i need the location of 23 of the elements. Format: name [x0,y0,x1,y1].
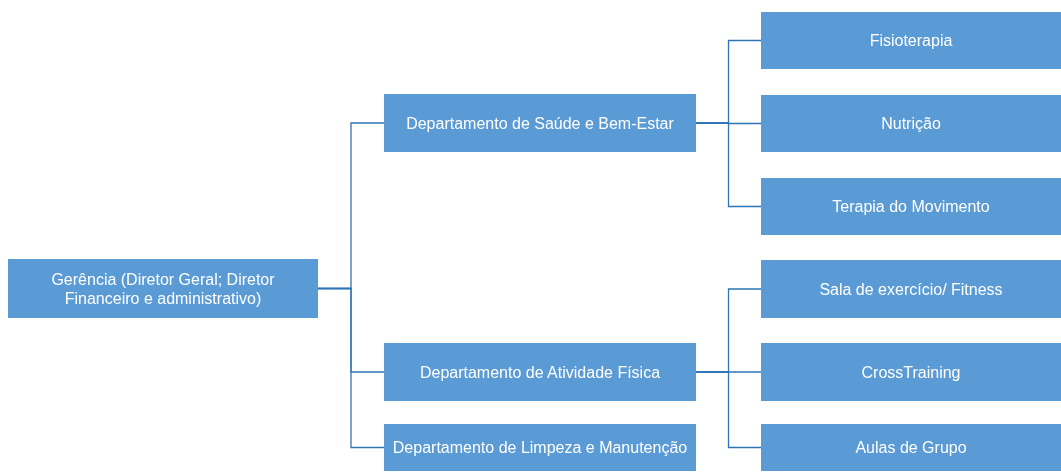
org-box [761,260,1061,318]
box-label: Gerência (Diretor Geral; Diretor Financeiro e administrativo) [50,269,276,308]
box-label: Aulas de Grupo [855,438,967,457]
org-box [761,12,1061,69]
org-box [761,343,1061,401]
org-box [8,259,318,318]
connector-line [695,122,762,208]
connector-line [317,287,385,449]
org-box [761,424,1061,471]
box-label: CrossTraining [861,362,961,382]
connector-line [695,371,762,449]
org-box [384,424,696,471]
box-label: Fisioterapia [869,31,953,50]
org-box [384,343,696,401]
org-box [761,178,1061,235]
box-label: Departamento de Saúde e Bem-Estar [406,113,674,133]
box-label: Terapia do Movimento [832,197,990,216]
org-box [384,94,696,152]
box-label: Sala de exercício/ Fitness [819,279,1003,299]
org-box [761,95,1061,152]
box-label: Departamento de Limpeza e Manutenção [392,438,688,457]
box-label: Departamento de Atividade Física [419,362,661,382]
box-label: Nutrição [881,114,941,133]
